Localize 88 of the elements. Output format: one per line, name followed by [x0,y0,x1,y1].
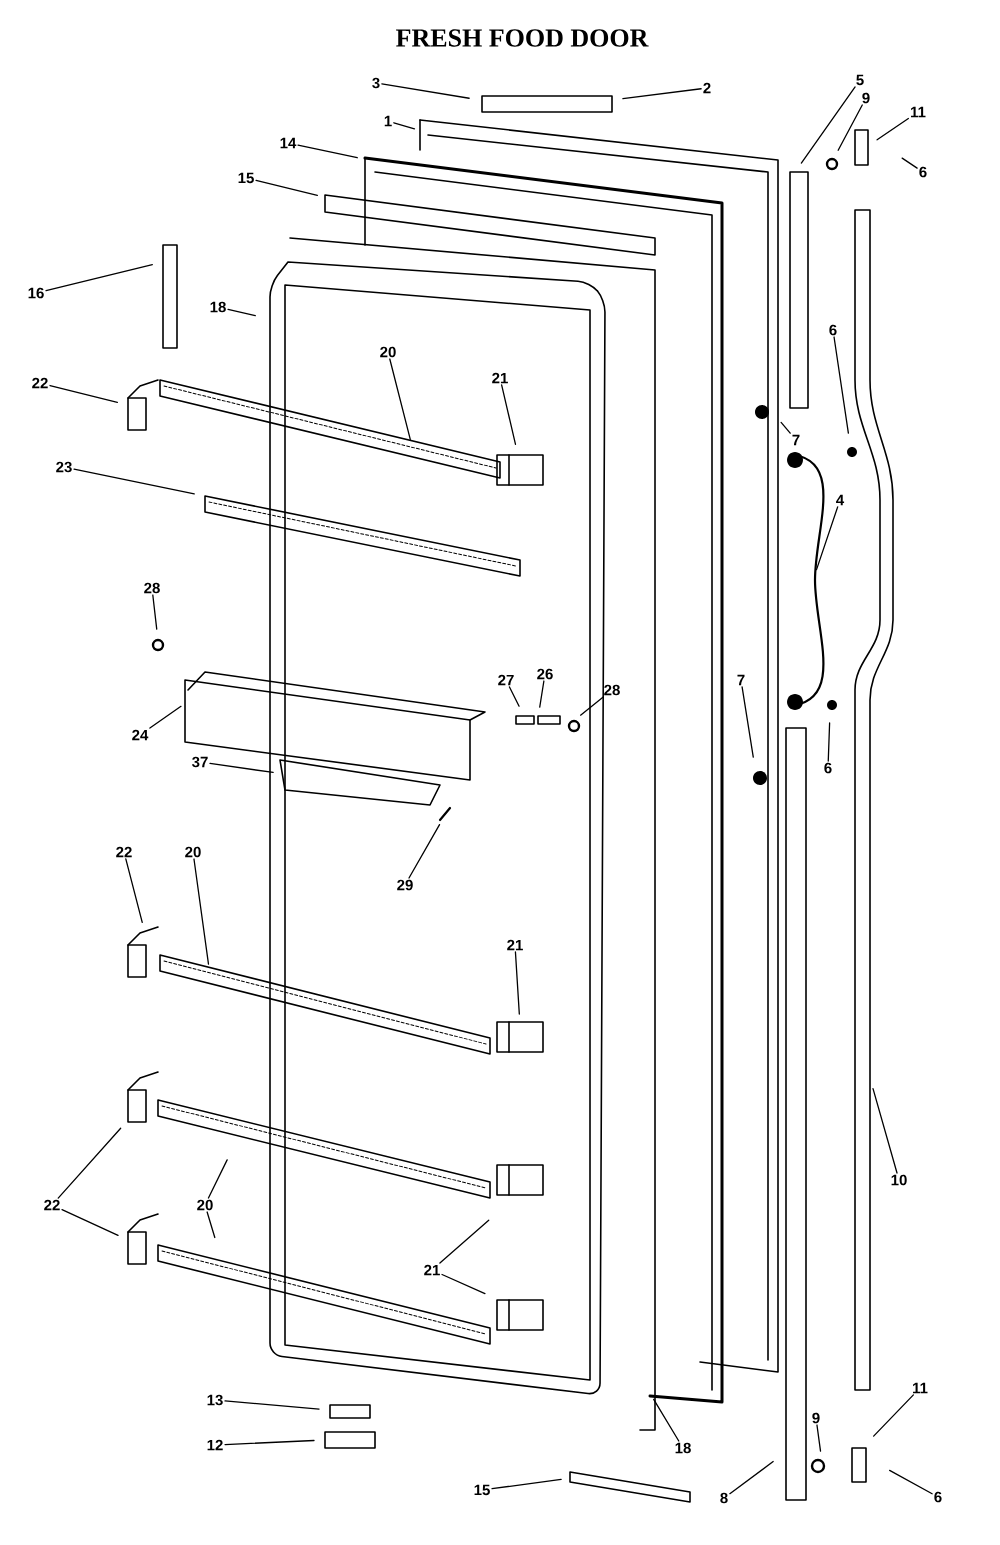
callout-number: 21 [492,372,508,384]
leader-line [873,1394,915,1437]
leader-line [149,705,182,729]
callout-number: 18 [210,301,226,313]
callout-number: 10 [891,1174,907,1186]
leader-line [209,762,274,774]
callout-number: 4 [836,494,845,506]
callout-number: 20 [185,846,201,858]
callout-number: 20 [197,1199,213,1211]
callout-number: 14 [280,137,297,149]
leader-line [255,179,318,197]
callout-number: 8 [720,1492,728,1504]
callout-number: 22 [32,377,48,389]
leader-line [508,686,520,707]
callout-number: 2 [703,82,711,94]
callout-number: 9 [862,92,870,104]
leader-line [729,1460,774,1495]
callout-number: 15 [474,1484,490,1496]
leader-line [815,506,839,571]
leader-line [57,1127,122,1199]
leader-line [491,1478,562,1490]
leader-line [408,823,441,879]
leader-line [73,468,195,495]
callout-number: 26 [537,668,553,680]
leader-line [653,1398,680,1442]
callout-number: 3 [372,77,380,89]
leader-line [381,83,470,99]
callout-number: 6 [829,324,837,336]
leader-line [800,86,856,164]
callout-number: 5 [856,74,864,86]
leader-line [227,308,256,317]
callout-number: 6 [934,1491,942,1503]
leader-line [207,1159,228,1199]
leader-line [439,1219,490,1264]
callout-number: 7 [792,434,800,446]
leader-line [741,686,754,758]
leader-line [224,1439,315,1446]
callout-number: 21 [507,939,523,951]
leader-line [152,594,158,630]
leader-line [872,1087,898,1174]
callout-number: 11 [911,106,926,118]
leader-line [837,104,863,151]
leader-line [579,696,604,716]
leader-line [45,263,153,292]
callout-number: 22 [116,846,132,858]
callout-number: 16 [28,287,44,299]
leader-line [833,336,850,434]
callout-number: 21 [424,1264,440,1276]
leader-line [441,1273,486,1295]
leader-line [500,384,517,445]
leader-line [193,858,210,965]
callout-number: 28 [144,582,160,594]
callout-number: 24 [132,729,149,741]
callout-number: 22 [44,1199,60,1211]
leader-line [389,358,411,440]
leader-line [816,1424,822,1452]
callout-number: 37 [192,756,208,768]
callout-number: 6 [824,762,832,774]
callout-number: 27 [498,674,514,686]
leader-line [206,1211,216,1239]
leader-line [901,157,918,169]
leader-line [224,1400,320,1410]
callout-number: 12 [207,1439,223,1451]
leader-line [876,117,909,141]
callout-number: 18 [675,1442,691,1454]
leader-line [61,1209,119,1237]
leader-line [539,680,545,708]
leader-line [827,722,831,762]
leader-line [125,858,143,923]
leader-line [393,122,416,130]
leader-line [780,421,791,434]
callout-number: 28 [604,684,620,696]
callout-number: 23 [56,461,72,473]
callout-number: 13 [207,1394,223,1406]
leader-line [297,144,358,159]
callout-number: 20 [380,346,396,358]
callout-number: 15 [238,172,254,184]
callout-number: 11 [913,1382,928,1394]
callout-number: 1 [384,115,392,127]
leader-line [889,1469,933,1495]
leader-line [514,951,520,1015]
callout-number: 6 [919,166,927,178]
leader-line [622,88,702,100]
title: FRESH FOOD DOOR [396,29,649,47]
callout-number: 9 [812,1412,820,1424]
leader-line [49,384,118,403]
callout-number: 7 [737,674,745,686]
callout-number: 29 [397,879,413,891]
